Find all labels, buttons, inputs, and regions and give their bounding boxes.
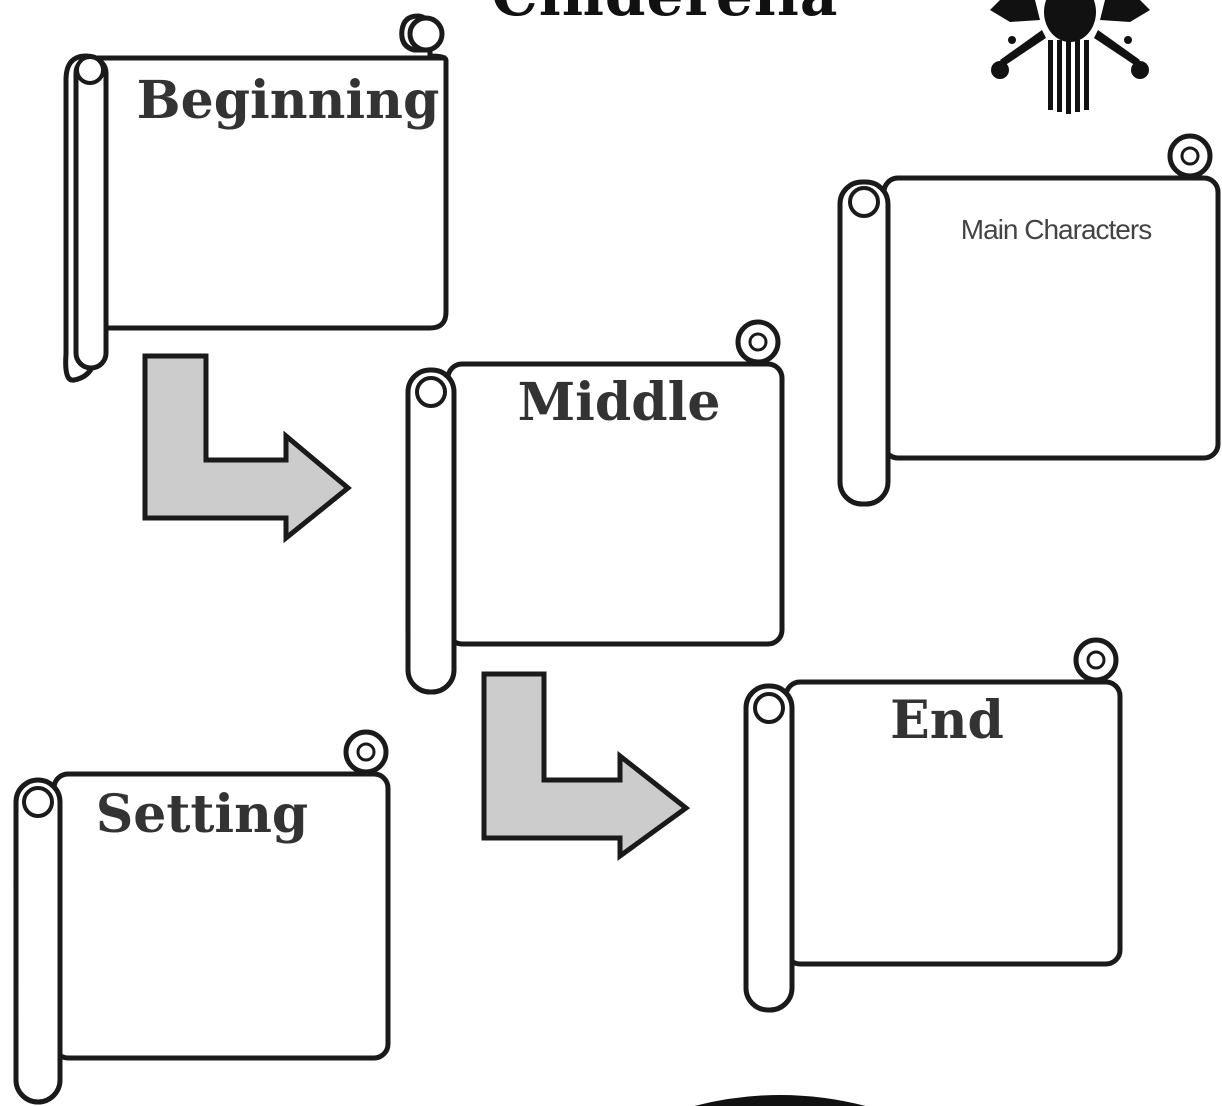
middle-label: Middle: [517, 372, 721, 433]
arrow-middle-to-end: [481, 671, 691, 861]
scroll-frame: [405, 319, 785, 695]
beginning-label: Beginning: [136, 70, 440, 131]
end-label: End: [890, 690, 1004, 751]
scroll-frame: [837, 133, 1221, 507]
scroll-frame: [743, 637, 1123, 1013]
scroll-frame: [63, 13, 449, 383]
worksheet-title: Cinderella: [470, 0, 860, 24]
bird-illustration-icon: [990, 0, 1150, 114]
end-box: End: [742, 634, 1126, 1014]
middle-box: Middle: [404, 318, 788, 696]
dark-shape-icon: [694, 1095, 866, 1106]
main-characters-label: Main Characters: [960, 214, 1152, 245]
setting-box: Setting: [12, 728, 394, 1106]
scroll-frame: [13, 729, 391, 1105]
arrow-beginning-to-middle: [142, 353, 352, 544]
main-characters-box: Main Characters: [837, 130, 1222, 510]
beginning-box: Beginning: [63, 8, 450, 384]
setting-label: Setting: [95, 784, 309, 845]
